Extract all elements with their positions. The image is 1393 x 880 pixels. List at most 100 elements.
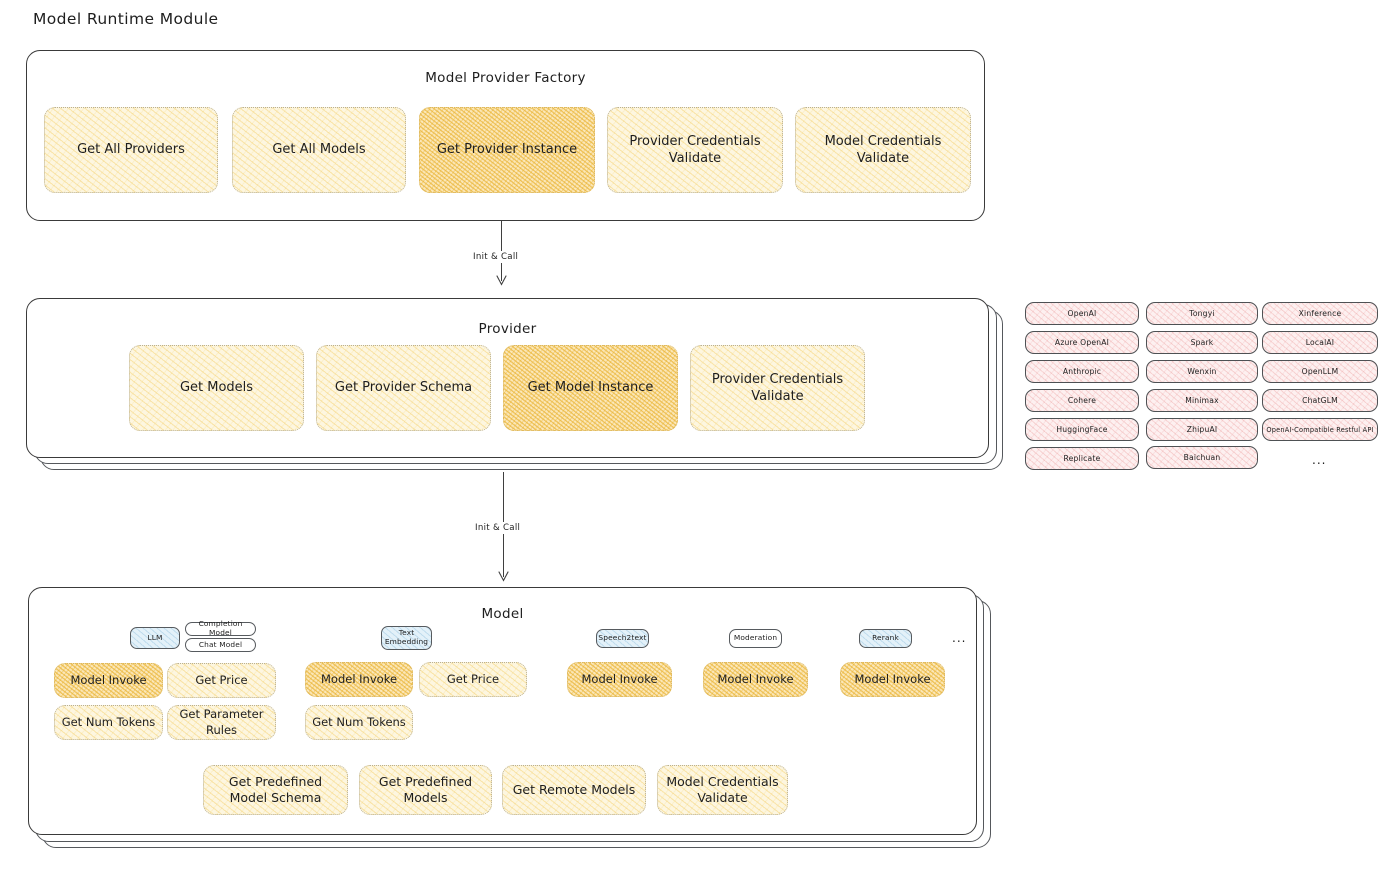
arrow-factory-to-provider-label: Init & Call: [469, 251, 523, 263]
model-common-get-predefined-models[interactable]: Get Predefined Models: [359, 765, 492, 815]
model-type-badge-text-embedding[interactable]: Text Embedding: [381, 626, 432, 650]
badge-label: Moderation: [733, 633, 778, 643]
badge-label: Text Embedding: [384, 628, 429, 646]
provider-pill-cohere[interactable]: Cohere: [1025, 389, 1139, 412]
card-label: Model Credentials Validate: [666, 773, 779, 806]
pill-label: Baichuan: [1183, 453, 1221, 462]
llm-method-get-num-tokens[interactable]: Get Num Tokens: [54, 705, 163, 740]
rerank-method-model-invoke[interactable]: Model Invoke: [840, 662, 945, 697]
model-type-badge-llm[interactable]: LLM: [130, 627, 180, 649]
card-label: Get All Providers: [77, 142, 185, 158]
provider-card-provider-credentials-validate[interactable]: Provider Credentials Validate: [690, 345, 865, 431]
model-provider-factory-title: Model Provider Factory: [425, 70, 586, 86]
text-embedding-method-get-num-tokens[interactable]: Get Num Tokens: [305, 705, 413, 740]
card-label: Get Remote Models: [512, 781, 636, 797]
provider-pill-baichuan[interactable]: Baichuan: [1146, 446, 1258, 469]
card-label: Model Invoke: [581, 671, 658, 686]
provider-pill-openllm[interactable]: OpenLLM: [1262, 360, 1378, 383]
model-types-more-ellipsis: ...: [952, 631, 967, 645]
card-label: Model Invoke: [70, 672, 147, 687]
provider-card-get-model-instance[interactable]: Get Model Instance: [503, 345, 678, 431]
arrow-provider-to-model-head: [498, 571, 509, 582]
provider-pill-replicate[interactable]: Replicate: [1025, 447, 1139, 470]
provider-pill-xinference[interactable]: Xinference: [1262, 302, 1378, 325]
text-embedding-method-get-price[interactable]: Get Price: [419, 662, 527, 697]
pill-label: Minimax: [1185, 396, 1219, 405]
model-type-badge-rerank[interactable]: Rerank: [859, 629, 912, 648]
provider-pill-anthropic[interactable]: Anthropic: [1025, 360, 1139, 383]
provider-pill-minimax[interactable]: Minimax: [1146, 389, 1258, 412]
model-subtype-badge-chat-model[interactable]: Chat Model: [185, 638, 256, 652]
provider-card-get-models[interactable]: Get Models: [129, 345, 304, 431]
provider-pill-wenxin[interactable]: Wenxin: [1146, 360, 1258, 383]
model-common-get-remote-models[interactable]: Get Remote Models: [502, 765, 646, 815]
factory-card-get-all-models[interactable]: Get All Models: [232, 107, 406, 193]
provider-title: Provider: [478, 321, 537, 337]
model-type-badge-moderation[interactable]: Moderation: [729, 629, 782, 648]
moderation-method-model-invoke[interactable]: Model Invoke: [703, 662, 808, 697]
provider-card-get-provider-schema[interactable]: Get Provider Schema: [316, 345, 491, 431]
provider-list-more-ellipsis: ...: [1312, 453, 1327, 467]
card-label: Provider Credentials Validate: [711, 371, 844, 404]
badge-label: Completion Model: [198, 619, 243, 637]
badge-label: Speech2text: [598, 633, 647, 643]
card-label: Model Invoke: [854, 671, 931, 686]
llm-method-get-price[interactable]: Get Price: [167, 663, 276, 698]
provider-pill-openai[interactable]: OpenAI: [1025, 302, 1139, 325]
badge-label: LLM: [147, 632, 163, 642]
pill-label: Azure OpenAI: [1054, 338, 1110, 347]
provider-pill-zhipuai[interactable]: ZhipuAI: [1146, 418, 1258, 441]
llm-method-get-parameter-rules[interactable]: Get Parameter Rules: [167, 705, 276, 740]
pill-label: Cohere: [1067, 396, 1097, 405]
pill-label: Replicate: [1063, 454, 1101, 463]
card-label: Get Predefined Model Schema: [228, 773, 323, 806]
model-subtype-badge-completion-model[interactable]: Completion Model: [185, 619, 256, 637]
pill-label: Wenxin: [1187, 367, 1217, 376]
provider-pill-spark[interactable]: Spark: [1146, 331, 1258, 354]
speech2text-method-model-invoke[interactable]: Model Invoke: [567, 662, 672, 697]
pill-label: HuggingFace: [1056, 425, 1108, 434]
factory-card-model-credentials-validate[interactable]: Model Credentials Validate: [795, 107, 971, 193]
card-label: Model Invoke: [717, 671, 794, 686]
provider-pill-tongyi[interactable]: Tongyi: [1146, 302, 1258, 325]
pill-label: OpenAI-Compatible Restful API: [1266, 425, 1374, 434]
pill-label: Tongyi: [1189, 309, 1215, 318]
provider-pill-openai-compatible-restful-api[interactable]: OpenAI-Compatible Restful API: [1262, 418, 1378, 441]
card-label: Get Num Tokens: [312, 714, 406, 729]
provider-pill-chatglm[interactable]: ChatGLM: [1262, 389, 1378, 412]
pill-label: Xinference: [1298, 309, 1342, 318]
pill-label: ChatGLM: [1302, 396, 1338, 405]
model-common-model-credentials-validate[interactable]: Model Credentials Validate: [657, 765, 788, 815]
card-label: Get Price: [446, 671, 500, 686]
pill-label: OpenLLM: [1301, 367, 1339, 376]
text-embedding-method-model-invoke[interactable]: Model Invoke: [305, 662, 413, 697]
model-common-get-predefined-model-schema[interactable]: Get Predefined Model Schema: [203, 765, 348, 815]
provider-pill-localai[interactable]: LocalAI: [1262, 331, 1378, 354]
card-label: Model Invoke: [320, 671, 398, 686]
card-label: Get Num Tokens: [61, 714, 156, 729]
card-label: Get Price: [195, 672, 248, 687]
pill-label: ZhipuAI: [1186, 425, 1218, 434]
model-type-badge-speech2text[interactable]: Speech2text: [596, 629, 649, 648]
llm-method-model-invoke[interactable]: Model Invoke: [54, 663, 163, 698]
arrow-factory-to-provider-head: [496, 275, 507, 286]
pill-label: OpenAI: [1067, 309, 1097, 318]
card-label: Model Credentials Validate: [824, 133, 942, 166]
factory-card-provider-credentials-validate[interactable]: Provider Credentials Validate: [607, 107, 783, 193]
card-label: Get Predefined Models: [378, 773, 473, 806]
arrow-provider-to-model-label: Init & Call: [471, 522, 525, 534]
pill-label: Spark: [1190, 338, 1214, 347]
factory-card-get-provider-instance[interactable]: Get Provider Instance: [419, 107, 595, 193]
provider-pill-huggingface[interactable]: HuggingFace: [1025, 418, 1139, 441]
model-title: Model: [481, 606, 524, 622]
card-label: Get Models: [179, 380, 254, 396]
pill-label: LocalAI: [1305, 338, 1335, 347]
card-label: Get Model Instance: [527, 380, 654, 396]
factory-card-get-all-providers[interactable]: Get All Providers: [44, 107, 218, 193]
provider-pill-azure-openai[interactable]: Azure OpenAI: [1025, 331, 1139, 354]
card-label: Get All Models: [272, 142, 366, 158]
card-label: Get Provider Schema: [334, 380, 473, 396]
badge-label: Rerank: [872, 633, 899, 643]
diagram-title: Model Runtime Module: [33, 10, 219, 28]
